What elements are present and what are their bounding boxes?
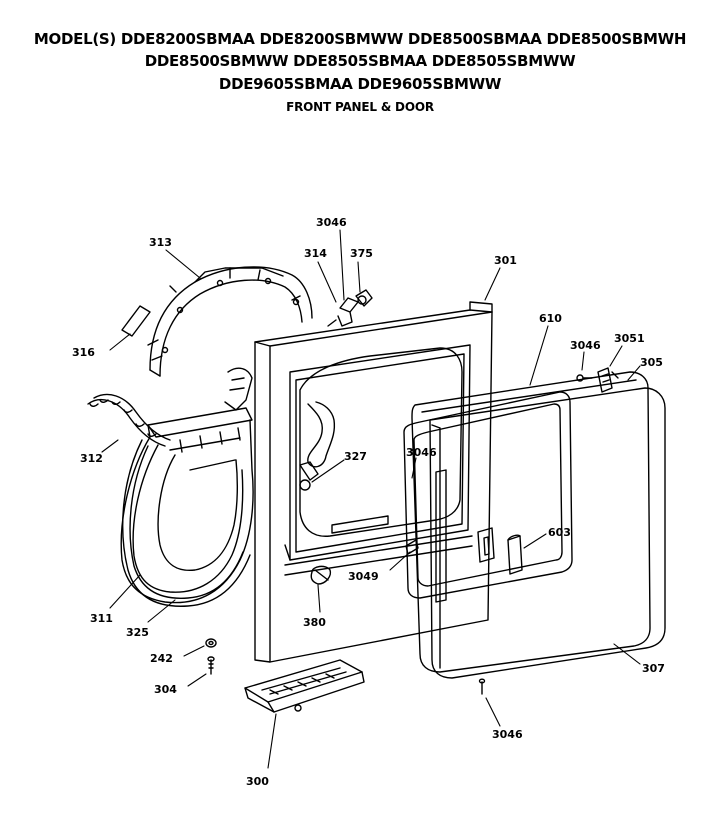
label-304: 304 xyxy=(154,683,177,696)
label-3049: 3049 xyxy=(348,570,379,583)
label-375: 375 xyxy=(350,247,373,260)
part-301-front-panel xyxy=(255,302,492,662)
label-305: 305 xyxy=(640,356,663,369)
diagram-subtitle: FRONT PANEL & DOOR xyxy=(286,100,434,114)
label-312: 312 xyxy=(80,452,103,465)
label-3046-mid: 3046 xyxy=(406,446,437,459)
models-line-2: DDE8500SBMWW DDE8505SBMAA DDE8505SBMWW xyxy=(144,52,576,70)
part-3046-screw-bottom xyxy=(480,679,485,694)
label-603: 603 xyxy=(548,526,571,539)
part-313-bracket xyxy=(148,267,312,376)
label-313: 313 xyxy=(149,236,172,249)
models-line-1: MODEL(S) DDE8200SBMAA DDE8200SBMWW DDE85… xyxy=(33,30,687,48)
part-300-lint-housing xyxy=(245,660,364,712)
label-3046-right: 3046 xyxy=(570,339,601,352)
part-312-seal xyxy=(88,368,252,446)
label-311: 311 xyxy=(90,612,113,625)
part-242-nut xyxy=(206,639,216,647)
label-380: 380 xyxy=(303,616,326,629)
label-327: 327 xyxy=(344,450,367,463)
leader-lines xyxy=(102,230,640,768)
part-325-seal xyxy=(123,440,250,606)
part-610-gasket xyxy=(404,392,572,598)
label-307: 307 xyxy=(642,662,665,675)
label-325: 325 xyxy=(126,626,149,639)
label-610: 610 xyxy=(539,312,562,325)
label-3051: 3051 xyxy=(614,332,645,345)
callout-labels: 313 316 312 311 325 242 304 3046 314 375… xyxy=(72,216,665,788)
label-3046-bottom: 3046 xyxy=(492,728,523,741)
part-304-screw xyxy=(208,657,214,674)
label-3046-top: 3046 xyxy=(316,216,347,229)
part-314-375-switch xyxy=(328,290,372,326)
part-307-outer-door xyxy=(430,388,665,678)
label-316: 316 xyxy=(72,346,95,359)
label-301: 301 xyxy=(494,254,517,267)
part-316-pad xyxy=(122,306,150,336)
label-242: 242 xyxy=(150,652,173,665)
part-311-bulkhead xyxy=(121,408,253,603)
models-line-3: DDE9605SBMAA DDE9605SBMWW xyxy=(218,75,502,93)
part-3046-screw-right xyxy=(577,375,592,381)
label-314: 314 xyxy=(304,247,327,260)
label-300: 300 xyxy=(246,775,269,788)
part-3051-hinge xyxy=(598,368,618,392)
